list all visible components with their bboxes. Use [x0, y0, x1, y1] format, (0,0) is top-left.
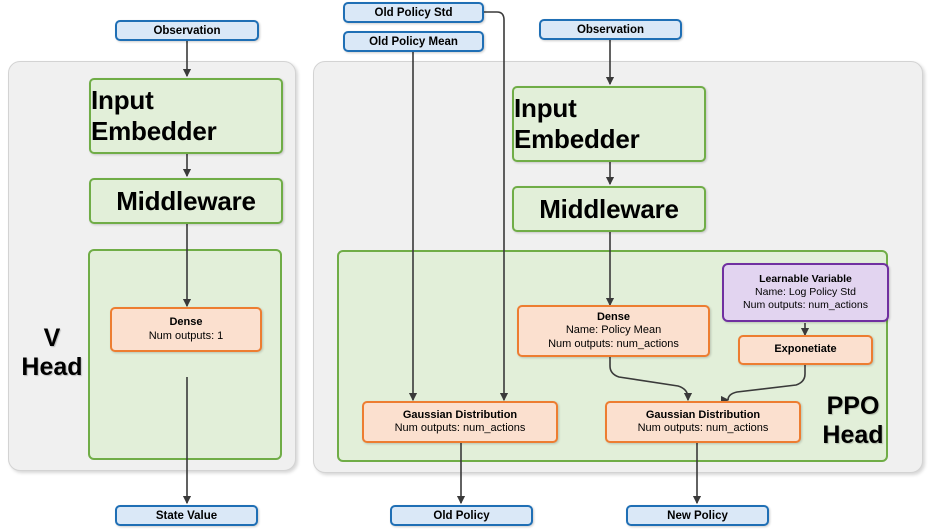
exponetiate-title: Exponetiate — [774, 343, 837, 356]
ppo-dense-title: Dense — [596, 310, 631, 323]
ppo-head-caption-line2: Head — [822, 421, 884, 449]
exponetiate-node[interactable]: Exponetiate — [738, 335, 873, 365]
v-dense-num-outputs: Num outputs: 1 — [148, 329, 224, 342]
ppo-dense-policy-mean[interactable]: Dense Name: Policy Mean Num outputs: num… — [517, 305, 710, 357]
gaussian-old-title: Gaussian Distribution — [402, 408, 518, 421]
ppo-head-caption: PPO Head — [814, 388, 892, 454]
output-old-policy[interactable]: Old Policy — [390, 505, 533, 526]
gaussian-old-num-outputs: Num outputs: num_actions — [394, 422, 526, 434]
v-dense-title: Dense — [169, 316, 203, 329]
ppo-dense-num-outputs: Num outputs: num_actions — [548, 337, 679, 350]
v-input-embedder[interactable]: Input Embedder — [89, 78, 283, 154]
input-observation-ppo[interactable]: Observation — [539, 19, 682, 40]
gaussian-distribution-old[interactable]: Gaussian Distribution Num outputs: num_a… — [362, 401, 558, 443]
gaussian-distribution-new[interactable]: Gaussian Distribution Num outputs: num_a… — [605, 401, 801, 443]
input-observation-v[interactable]: Observation — [115, 20, 259, 41]
output-state-value[interactable]: State Value — [115, 505, 258, 526]
learnable-variable-log-policy-std[interactable]: Learnable Variable Name: Log Policy Std … — [722, 263, 889, 322]
v-dense-node[interactable]: Dense Num outputs: 1 — [110, 307, 262, 352]
v-head-caption-line2: Head — [21, 353, 83, 381]
v-head-caption: V Head — [17, 320, 87, 386]
learnable-variable-name: Name: Log Policy Std — [755, 286, 856, 299]
ppo-head-caption-line1: PPO — [826, 391, 880, 420]
ppo-input-embedder[interactable]: Input Embedder — [512, 86, 706, 162]
ppo-dense-name: Name: Policy Mean — [565, 324, 662, 337]
input-old-policy-mean[interactable]: Old Policy Mean — [343, 31, 484, 52]
gaussian-new-title: Gaussian Distribution — [645, 408, 761, 421]
learnable-variable-num-outputs: Num outputs: num_actions — [743, 298, 868, 311]
learnable-variable-title: Learnable Variable — [759, 273, 852, 286]
v-middleware[interactable]: Middleware — [89, 178, 283, 224]
v-head-group-box — [88, 249, 282, 460]
input-old-policy-std[interactable]: Old Policy Std — [343, 2, 484, 23]
v-head-caption-line1: V — [43, 323, 61, 352]
ppo-middleware[interactable]: Middleware — [512, 186, 706, 232]
gaussian-new-num-outputs: Num outputs: num_actions — [637, 422, 769, 434]
output-new-policy[interactable]: New Policy — [626, 505, 769, 526]
